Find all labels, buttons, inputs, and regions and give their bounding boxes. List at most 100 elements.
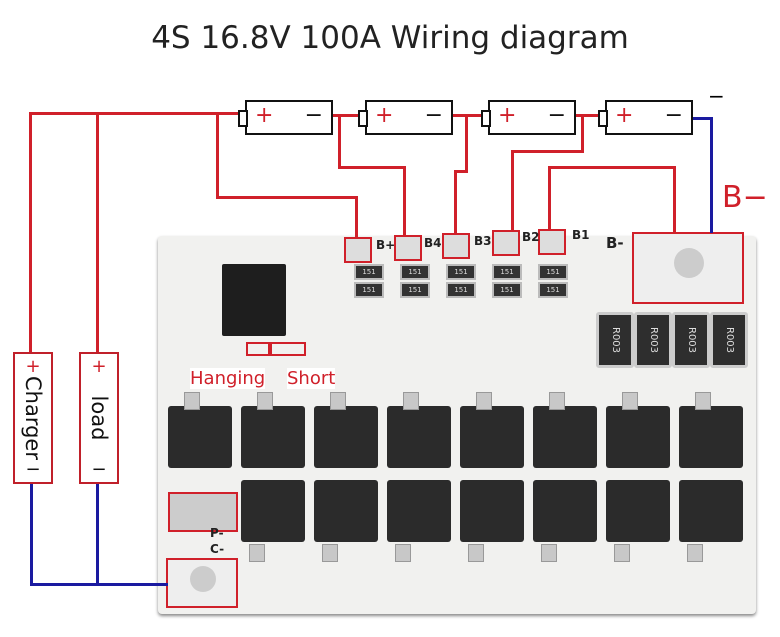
plus-sign: + [255,103,274,128]
mosfet-lead [395,544,411,562]
pad-b-plus [344,237,372,263]
plus-sign: + [25,356,41,377]
b-minus-terminal [632,232,744,304]
mosfet-lead [687,544,703,562]
pad-b4 [394,235,422,261]
positive-bus-wire [29,112,239,115]
b1-sense-wire [548,166,551,230]
smd-resistor: 151 [354,264,384,280]
hanging-label: Hanging [190,368,266,389]
label-b4: B4 [424,236,442,250]
smd-resistor: 151 [446,264,476,280]
b-plus-sense-wire [216,112,219,199]
plus-sign: + [615,103,634,128]
pad-b1 [538,229,566,255]
plus-sign: + [91,356,107,377]
smd-resistor: 151 [400,264,430,280]
label-b-minus: B- [606,234,624,252]
pack-minus-sign: − [708,84,725,108]
load-positive-wire [96,112,99,354]
b3-sense-wire [454,170,457,234]
smd-resistor: 151 [492,264,522,280]
plus-sign: + [375,103,394,128]
c-minus-terminal [166,558,238,608]
b4-sense-wire [338,166,405,169]
b3-sense-wire [454,170,468,173]
minus-sign: − [304,103,323,128]
b1-sense-wire [548,166,676,169]
mosfet [314,480,378,542]
mosfet-lead [549,392,565,410]
short-jumper [270,342,306,356]
charger-positive-wire [29,112,32,354]
label-b3: B3 [474,234,492,248]
mosfet [241,480,305,542]
mosfet [387,406,451,468]
b3-sense-wire [465,114,468,173]
label-b2: B2 [522,230,540,244]
b2-sense-wire [511,150,514,231]
minus-sign: − [424,103,443,128]
mosfet [460,480,524,542]
label-b-plus: B+ [376,238,396,252]
mosfet-lead [695,392,711,410]
b-plus-sense-wire [216,196,358,199]
mosfet-lead [330,392,346,410]
cell-link-wire [574,114,604,117]
b-plus-sense-wire [355,196,358,238]
battery-cell-3: +− [481,100,576,135]
load-label: load [87,395,111,441]
mosfet-lead [541,544,557,562]
b2-sense-wire [511,150,584,153]
b4-sense-wire [403,166,406,236]
mosfet-lead [614,544,630,562]
mosfet-lead [184,392,200,410]
mosfet [679,480,743,542]
battery-cell-4: +− [598,100,693,135]
b-minus-wire [710,117,713,233]
b-minus-callout: B− [722,180,768,215]
mosfet [168,406,232,468]
smd-resistor: 151 [538,282,568,298]
c-minus-label: C- [210,542,225,556]
mosfet [460,406,524,468]
mosfet-lead [322,544,338,562]
smd-resistor: 151 [446,282,476,298]
pad-b3 [442,233,470,259]
shunt-resistor: R003 [710,312,748,368]
load-box: + load − [79,352,119,484]
p-minus-label: P- [210,526,224,540]
load-negative-wire [96,480,99,586]
smd-resistor: 151 [400,282,430,298]
cell-link-wire [452,114,488,117]
b-minus-wire [690,117,713,120]
p-minus-terminal [168,492,238,532]
negative-bus-wire [30,583,168,586]
mosfet-lead [476,392,492,410]
minus-sign: − [664,103,683,128]
charger-negative-wire [30,480,33,586]
shunt-resistor: R003 [634,312,672,368]
smd-resistor: 151 [354,282,384,298]
mosfet-lead [403,392,419,410]
mosfet [533,480,597,542]
mosfet-lead [468,544,484,562]
charger-box: +Charger− [13,352,53,484]
mosfet [606,406,670,468]
shunt-resistor: R003 [672,312,710,368]
b1-sense-wire [673,166,676,232]
battery-cell-1: +− [238,100,333,135]
mosfet-lead [249,544,265,562]
mosfet [679,406,743,468]
charger-label: Charger [21,376,45,460]
pad-b2 [492,230,520,256]
diagram-title: 4S 16.8V 100A Wiring diagram [151,20,629,56]
minus-sign: − [25,459,41,480]
minus-sign: − [91,459,107,480]
short-label: Short [287,368,336,389]
minus-sign: − [547,103,566,128]
control-ic [222,264,286,336]
b2-sense-wire [581,114,584,152]
mosfet-lead [257,392,273,410]
label-b1: B1 [572,228,590,242]
